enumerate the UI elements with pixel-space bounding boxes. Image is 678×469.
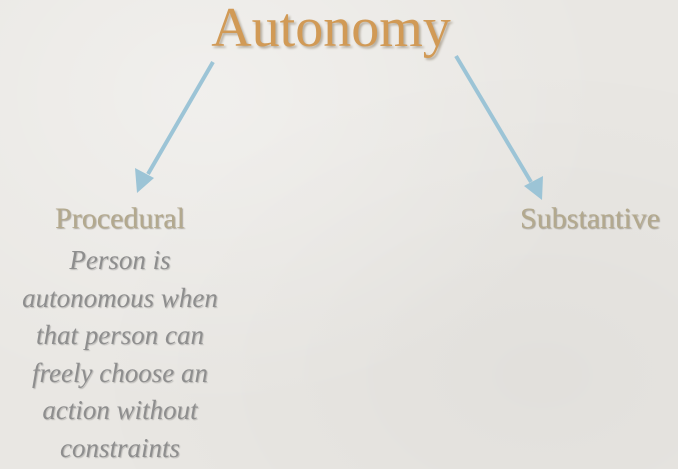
branch-substantive-label: Substantive (520, 202, 660, 235)
description-line: freely choose an (32, 357, 208, 388)
description-line: constraints (59, 432, 180, 463)
branch-procedural-label: Procedural (55, 202, 185, 235)
description-line: that person can (36, 320, 204, 350)
arrow-to-procedural (135, 60, 215, 193)
description-line: autonomous when (22, 282, 218, 313)
diagram-title: Autonomy (211, 0, 451, 59)
arrow-to-substantive (454, 54, 543, 200)
procedural-description: Person is autonomous when that person ca… (0, 242, 240, 467)
description-line: Person is (69, 245, 171, 275)
description-line: action without (42, 395, 198, 425)
